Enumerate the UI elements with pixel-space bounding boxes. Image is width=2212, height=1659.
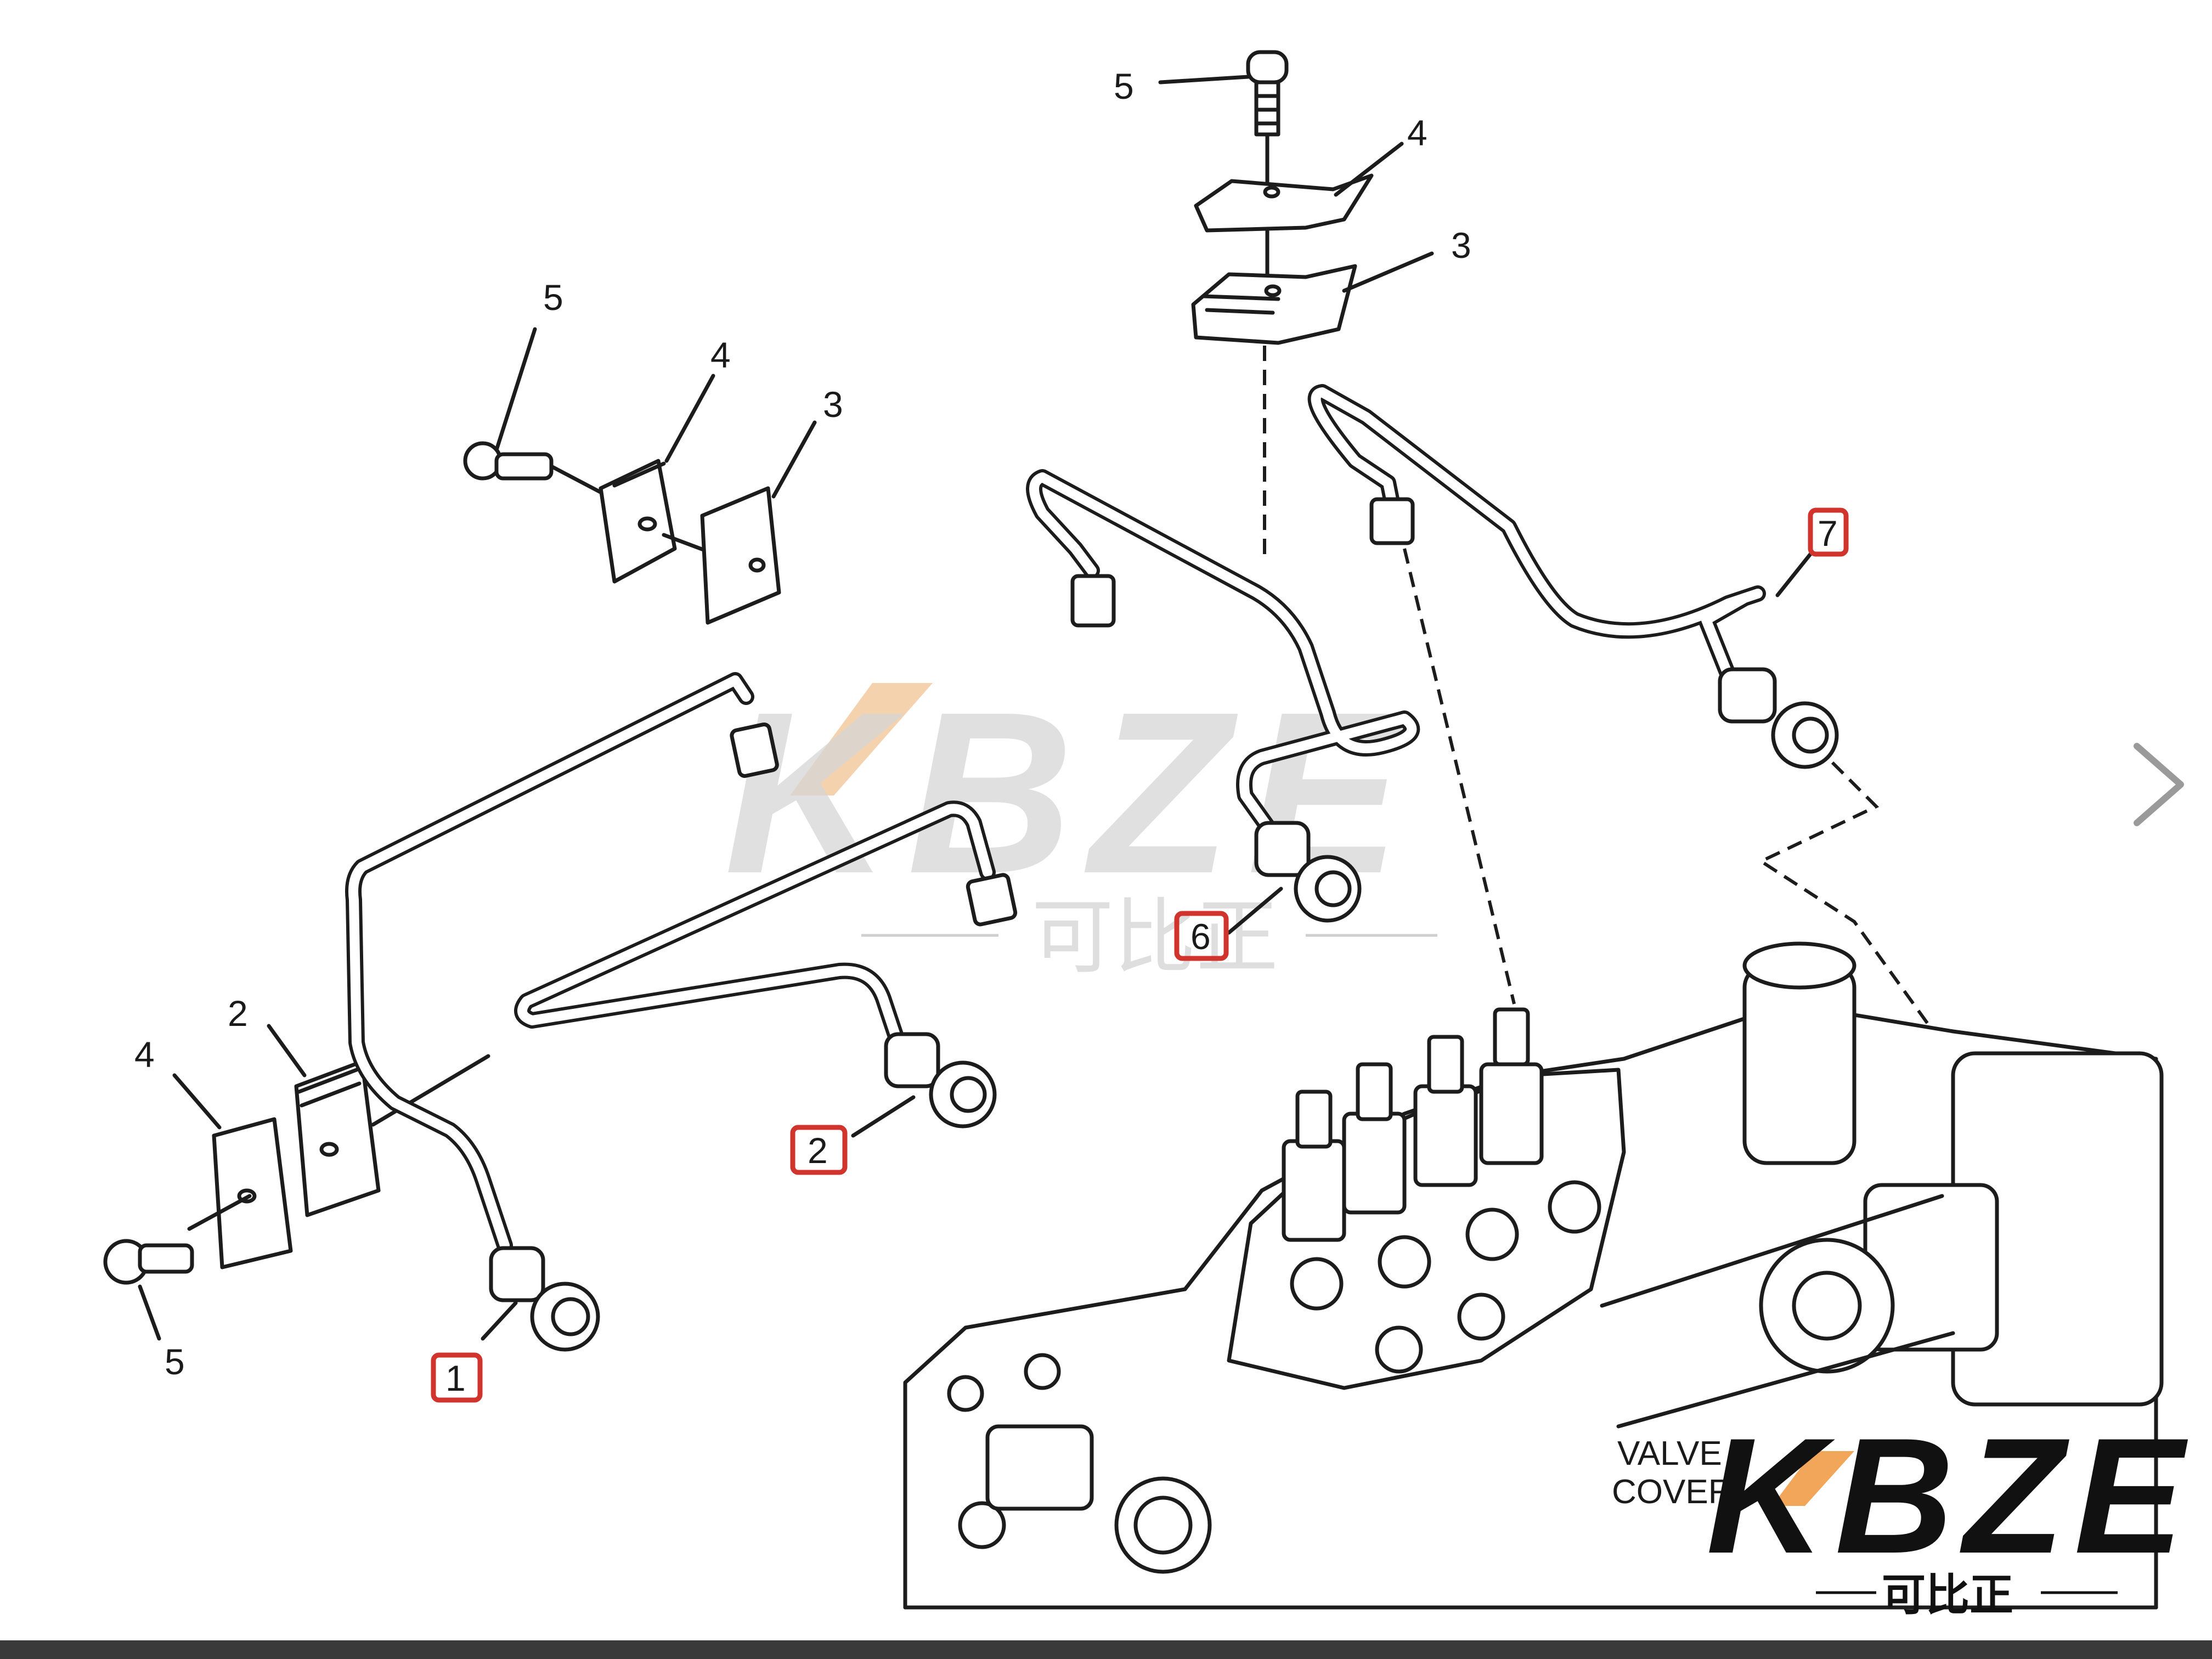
- callout-left-3: 3: [823, 384, 843, 425]
- callout-low-5: 5: [165, 1341, 185, 1382]
- valve-cover-label-line1: VALVE: [1617, 1435, 1722, 1472]
- callout-top-4: 4: [1407, 112, 1427, 153]
- assembly-lines: [1403, 548, 1955, 1060]
- fuel-pipe-1: [345, 672, 779, 1352]
- highlighted-parts: 1 2 6 7: [431, 507, 1849, 1403]
- valve-cover-label-line2: COVER: [1612, 1473, 1733, 1511]
- part-6-number: 6: [1190, 916, 1211, 957]
- logo-brand: KBZE: [1706, 1403, 2194, 1588]
- callout-top-3: 3: [1451, 225, 1471, 266]
- next-image-button[interactable]: [2112, 730, 2200, 839]
- part-1-number: 1: [445, 1358, 466, 1398]
- callouts: 5 4 3 5 4 3 2 4 5: [134, 66, 1471, 1382]
- logo-chinese: 可比正: [1882, 1570, 2013, 1621]
- bottom-frame-bar: [0, 1640, 2212, 1659]
- callout-top-5: 5: [1114, 66, 1134, 106]
- watermark: KBZE 可比正: [724, 664, 1437, 985]
- watermark-chinese: 可比正: [1031, 890, 1278, 985]
- callout-low-4: 4: [134, 1034, 155, 1075]
- fuel-pipe-7: [1307, 384, 1839, 769]
- watermark-brand: KBZE: [724, 664, 1417, 922]
- callout-low-2: 2: [228, 993, 248, 1034]
- part-7-number: 7: [1818, 513, 1838, 554]
- lower-clamp-group: [103, 1024, 490, 1341]
- fuel-pipe-6: [1026, 469, 1420, 923]
- part-2-number: 2: [808, 1130, 828, 1171]
- fuel-pipe-2: [514, 800, 1018, 1128]
- top-clamp-group: [1158, 50, 1434, 554]
- chevron-right-icon[interactable]: [2134, 743, 2184, 826]
- left-clamp-group: [463, 327, 817, 625]
- callout-left-4: 4: [710, 335, 731, 375]
- callout-left-5: 5: [543, 277, 563, 318]
- brand-logo: KBZE 可比正: [1706, 1403, 2194, 1621]
